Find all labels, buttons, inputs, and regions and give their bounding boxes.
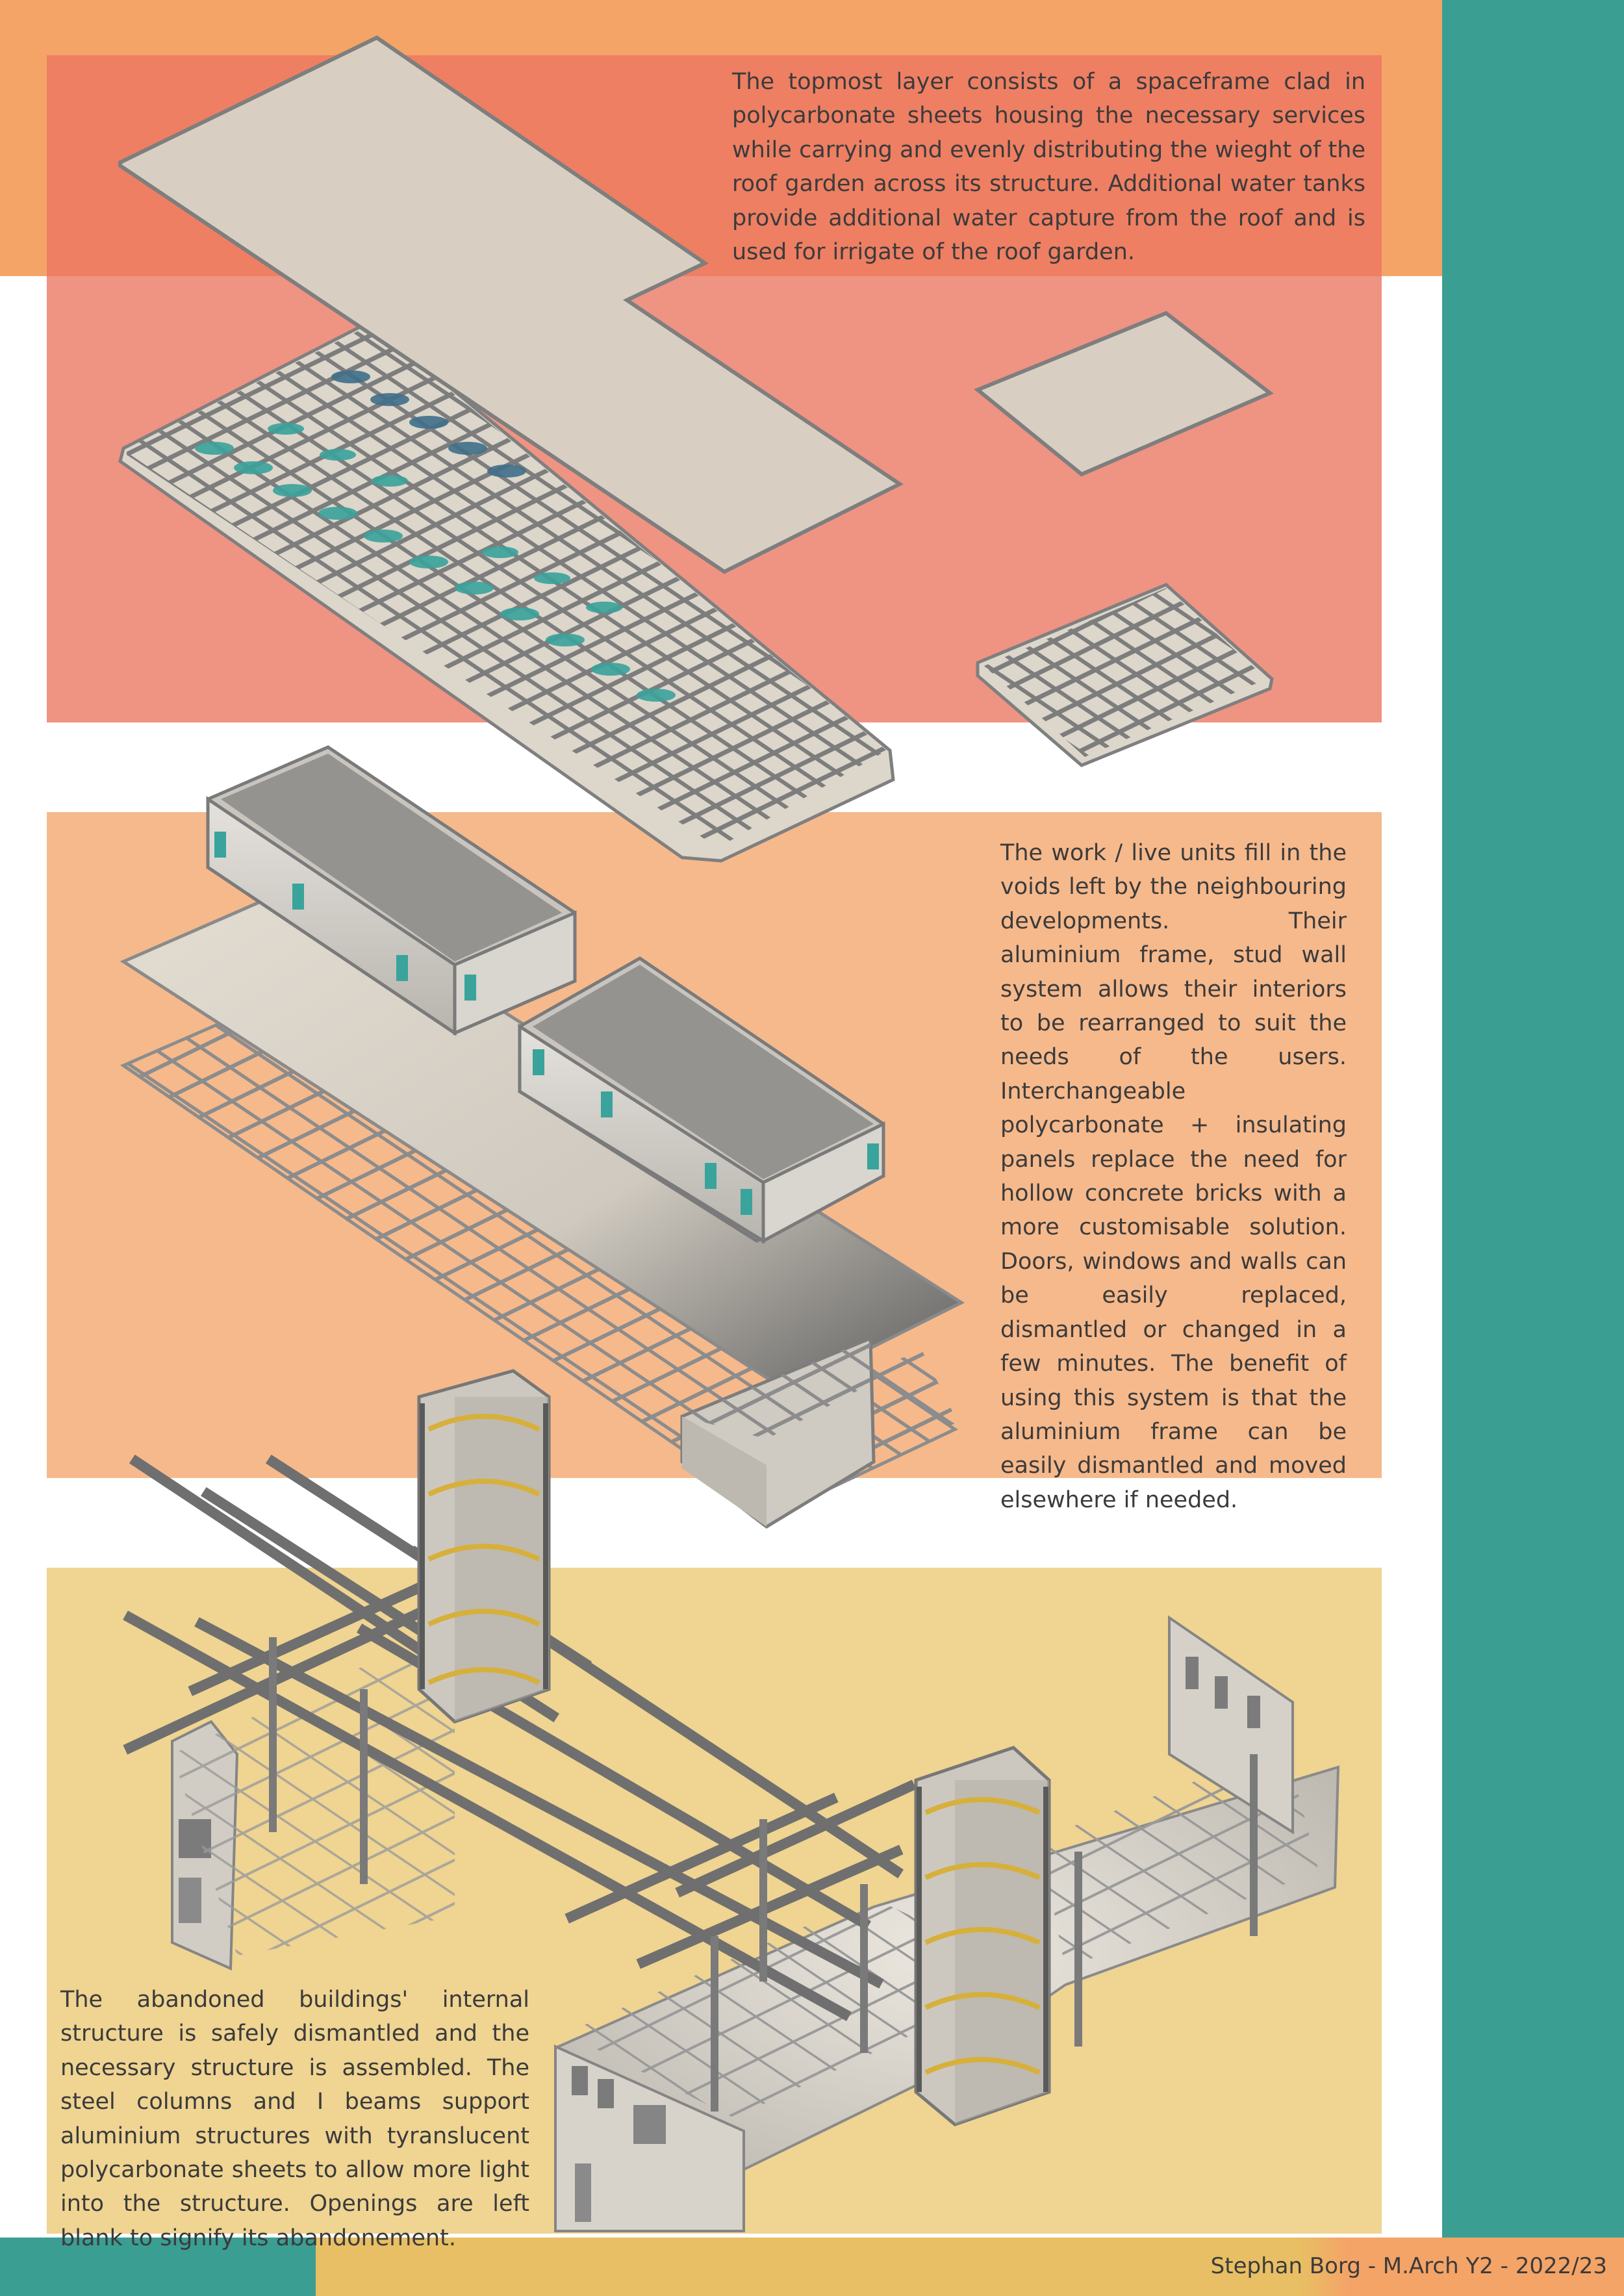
unit-floor-slab xyxy=(120,882,965,1392)
spaceframe-grid xyxy=(118,320,895,863)
footer-credit: Stephan Borg - M.Arch Y2 - 2022/23 xyxy=(1210,2253,1607,2279)
units-description: The work / live units fill in the voids … xyxy=(1000,840,1347,1513)
work-live-unit-1 xyxy=(206,745,577,1036)
work-live-unit-2 xyxy=(518,956,885,1244)
roof-description: The topmost layer consists of a spacefra… xyxy=(732,69,1365,266)
footer-orange-segment xyxy=(1299,2238,1624,2296)
small-roof-slab xyxy=(974,311,1274,477)
stair-core-base xyxy=(680,1336,876,1529)
stair-tower-2 xyxy=(914,1746,1051,2126)
ruin-front-block xyxy=(554,2044,745,2232)
ruin-right-wall xyxy=(1168,1615,1294,1835)
footer-gold-segment xyxy=(316,2238,1299,2296)
roof-slab xyxy=(118,35,904,574)
steel-columns xyxy=(269,1637,1258,2111)
footer-teal-segment xyxy=(0,2238,316,2296)
ruin-left-wall xyxy=(171,1624,455,1971)
small-spaceframe-grid xyxy=(976,583,1274,767)
right-teal-strip xyxy=(1442,0,1624,2296)
stair-tower-1 xyxy=(417,1369,551,1724)
structure-description: The abandoned buildings' internal struct… xyxy=(60,1987,529,2251)
